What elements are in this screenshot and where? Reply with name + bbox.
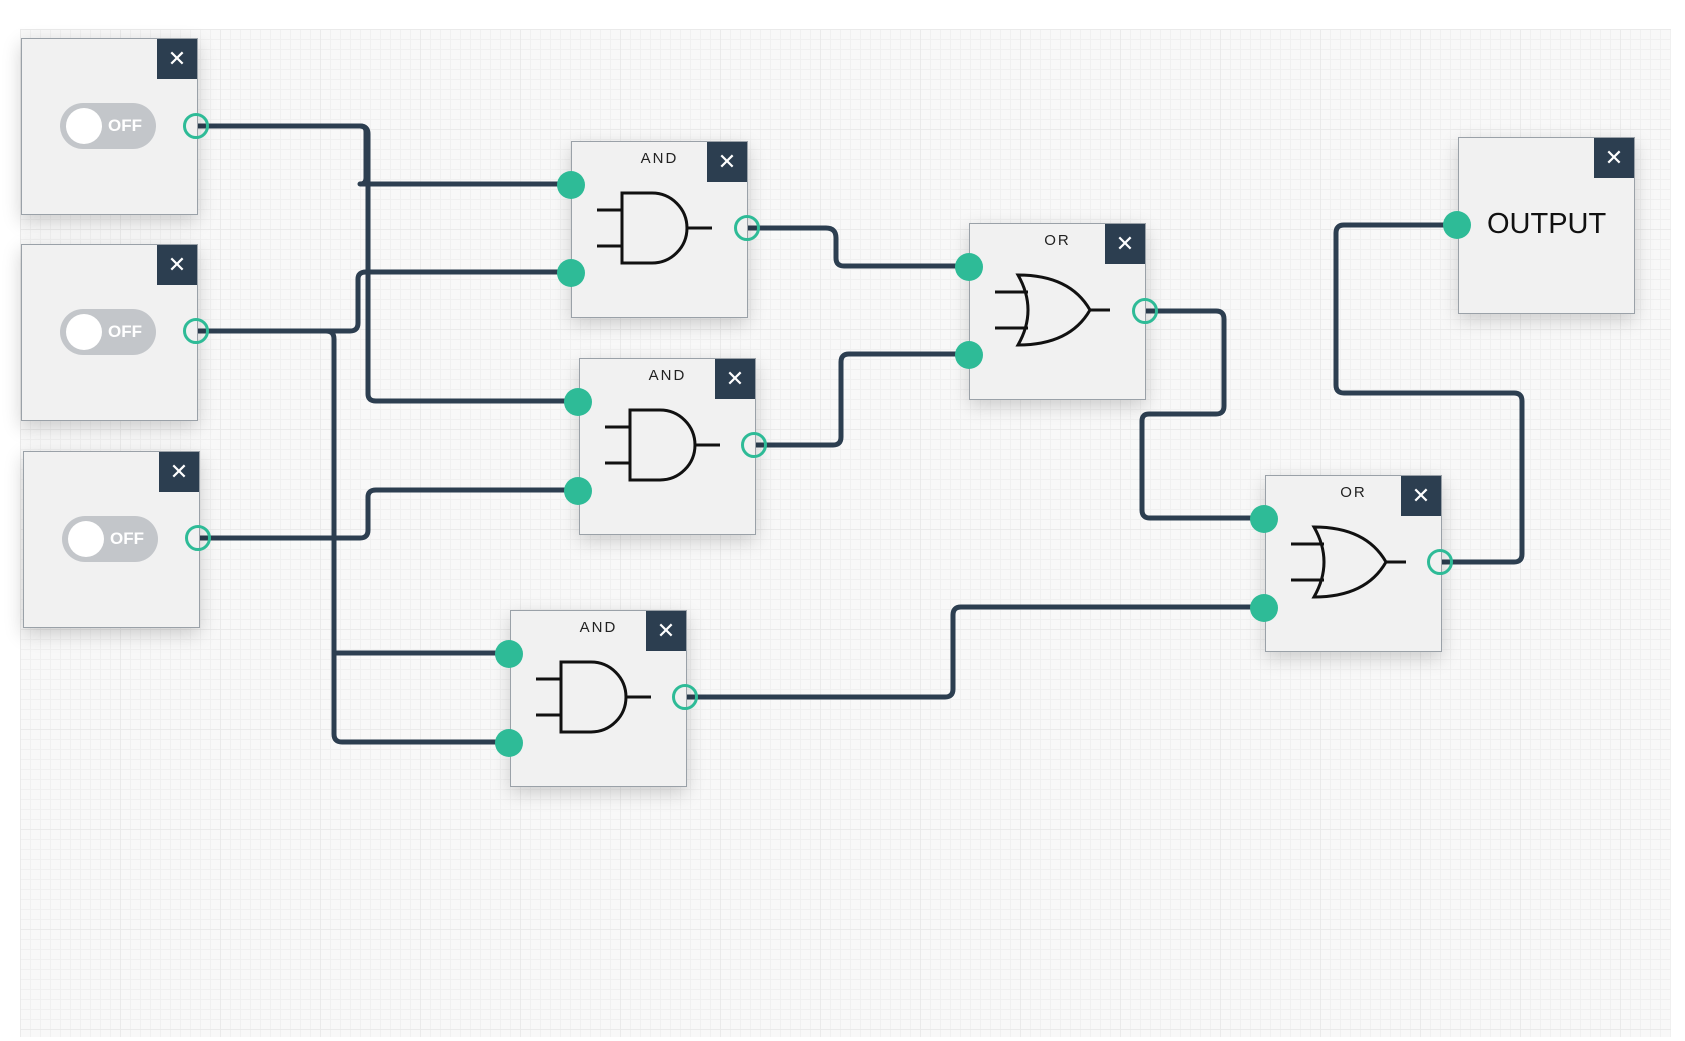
gate-label: AND: [640, 150, 679, 167]
close-button[interactable]: ✕: [157, 245, 197, 285]
and-gate-node-2[interactable]: AND ✕: [579, 358, 756, 535]
output-port[interactable]: [734, 215, 760, 241]
close-button[interactable]: ✕: [157, 39, 197, 79]
input-port[interactable]: [1250, 505, 1278, 533]
toggle-state: OFF: [108, 322, 142, 341]
close-button[interactable]: ✕: [715, 359, 755, 399]
output-port[interactable]: [672, 684, 698, 710]
switch-node-3[interactable]: ✕ OFF: [23, 451, 200, 628]
input-port[interactable]: [955, 341, 983, 369]
toggle-knob: [66, 108, 102, 144]
close-button[interactable]: ✕: [1105, 224, 1145, 264]
gate-label: AND: [579, 619, 618, 636]
input-port[interactable]: [495, 640, 523, 668]
or-gate-icon: [1291, 525, 1406, 599]
input-port[interactable]: [1250, 594, 1278, 622]
output-port[interactable]: [1132, 298, 1158, 324]
or-gate-node-2[interactable]: OR ✕: [1265, 475, 1442, 652]
or-gate-icon: [995, 273, 1110, 347]
toggle-switch[interactable]: OFF: [60, 309, 156, 355]
input-port[interactable]: [564, 477, 592, 505]
toggle-switch[interactable]: OFF: [60, 103, 156, 149]
toggle-knob: [68, 521, 104, 557]
toggle-knob: [66, 314, 102, 350]
gate-label: OR: [1044, 232, 1071, 249]
switch-node-1[interactable]: ✕ OFF: [21, 38, 198, 215]
input-port[interactable]: [955, 253, 983, 281]
and-gate-node-3[interactable]: AND ✕: [510, 610, 687, 787]
input-port[interactable]: [557, 259, 585, 287]
and-gate-icon: [536, 660, 651, 734]
output-port[interactable]: [1427, 549, 1453, 575]
input-port[interactable]: [564, 388, 592, 416]
and-gate-node-1[interactable]: AND ✕: [571, 141, 748, 318]
close-button[interactable]: ✕: [1594, 138, 1634, 178]
or-gate-node-1[interactable]: OR ✕: [969, 223, 1146, 400]
output-port[interactable]: [185, 525, 211, 551]
toggle-state: OFF: [110, 529, 144, 548]
close-button[interactable]: ✕: [707, 142, 747, 182]
output-port[interactable]: [183, 318, 209, 344]
output-port[interactable]: [183, 113, 209, 139]
and-gate-icon: [597, 191, 712, 265]
and-gate-icon: [605, 408, 720, 482]
close-button[interactable]: ✕: [159, 452, 199, 492]
toggle-state: OFF: [108, 116, 142, 135]
output-label: OUTPUT: [1487, 208, 1607, 240]
input-port[interactable]: [495, 729, 523, 757]
close-button[interactable]: ✕: [1401, 476, 1441, 516]
switch-node-2[interactable]: ✕ OFF: [21, 244, 198, 421]
close-button[interactable]: ✕: [646, 611, 686, 651]
gate-label: AND: [648, 367, 687, 384]
toggle-switch[interactable]: OFF: [62, 516, 158, 562]
input-port[interactable]: [557, 171, 585, 199]
output-port[interactable]: [741, 432, 767, 458]
input-port[interactable]: [1443, 211, 1471, 239]
output-node[interactable]: ✕ OUTPUT: [1458, 137, 1635, 314]
